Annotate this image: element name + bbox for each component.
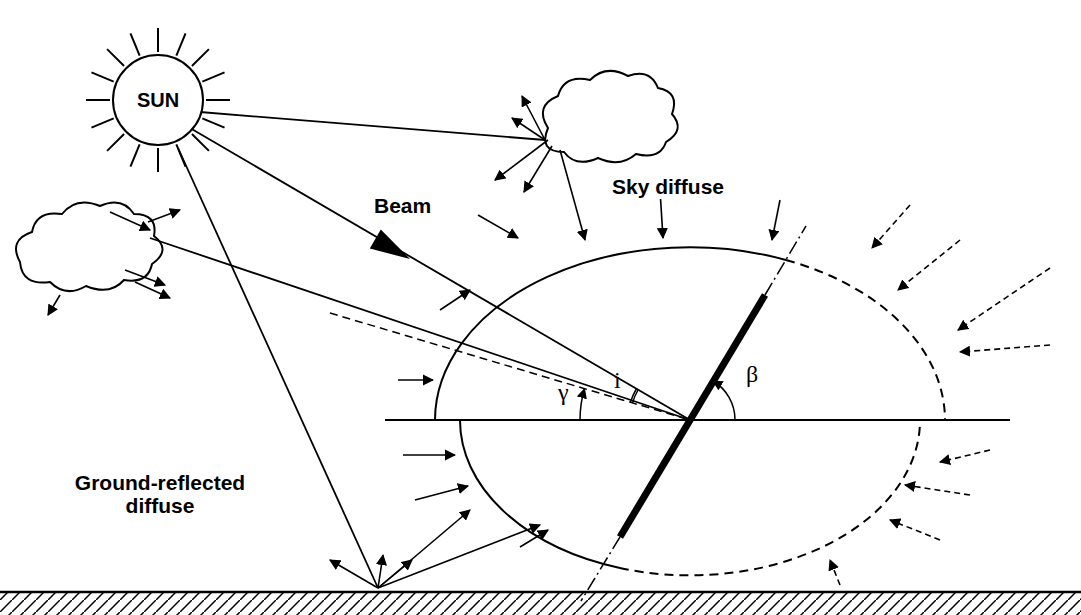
radiation-label: Beam	[372, 194, 433, 217]
radiation-arrow	[135, 282, 170, 298]
angle-label: β	[744, 361, 760, 387]
sun-ray	[86, 99, 110, 101]
radiation-arrow	[495, 140, 548, 180]
sun-to-ground	[178, 148, 378, 588]
radiation-arrow	[524, 146, 552, 192]
sun-ray	[107, 134, 124, 151]
ground-hatch	[0, 592, 1081, 615]
sun-to-cloud	[200, 112, 545, 140]
cloud-ray	[150, 238, 690, 420]
radiation-arrow	[440, 290, 470, 310]
sun-ray	[157, 28, 159, 52]
radiation-arrow	[522, 96, 545, 140]
radiation-arrow	[330, 560, 378, 588]
sun-ray	[192, 134, 209, 151]
panel-extension	[765, 226, 806, 295]
radiation-label: Sky diffuse	[610, 175, 726, 198]
sun-ray	[157, 148, 159, 172]
radiation-arrow	[125, 270, 165, 285]
radiation-arrow	[512, 118, 545, 140]
radiation-arrow	[520, 530, 548, 547]
panel-extension	[581, 537, 620, 601]
radiation-arrow	[378, 510, 470, 588]
radiation-arrow	[378, 555, 383, 588]
radiation-arrow	[403, 454, 455, 456]
radiation-arrow	[398, 379, 433, 381]
angle-arc	[631, 389, 637, 402]
sun-ray	[130, 144, 139, 166]
radiation-arrow	[872, 205, 910, 248]
radiation-arrow	[48, 295, 60, 315]
sky-dome-hidden	[786, 260, 945, 420]
sun-ray	[107, 49, 124, 66]
sun-ray	[202, 72, 224, 81]
sun-ray	[91, 118, 113, 127]
radiation-arrow	[898, 240, 960, 290]
sun-ray	[176, 33, 185, 55]
horizontal-line	[385, 419, 1010, 421]
cloud	[543, 71, 678, 162]
angle-reference	[330, 313, 690, 420]
radiation-arrow	[958, 268, 1050, 330]
radiation-arrow	[110, 212, 150, 230]
node-label: SUN	[137, 89, 179, 112]
sun-ray	[206, 99, 230, 101]
beam-arrowhead	[370, 230, 410, 260]
sun-ray	[130, 33, 139, 55]
ground-line	[0, 591, 1081, 594]
radiation-arrow	[148, 210, 180, 222]
cloud	[16, 202, 163, 291]
radiation-arrow	[940, 450, 990, 462]
radiation-arrow	[560, 150, 585, 240]
sun-circle: SUN	[112, 54, 204, 146]
radiation-arrow	[478, 215, 518, 238]
sun-ray	[202, 118, 224, 127]
radiation-arrow	[415, 486, 468, 500]
ground-dome	[460, 420, 620, 568]
sun-ray	[91, 72, 113, 81]
radiation-arrow	[772, 200, 780, 240]
beam-line	[190, 128, 690, 420]
radiation-label: Ground-reflected diffuse	[63, 471, 257, 517]
radiation-arrow	[378, 525, 540, 588]
radiation-arrow	[905, 485, 970, 495]
radiation-arrow	[890, 520, 940, 540]
angle-label: γ	[556, 379, 571, 405]
angle-label: i	[612, 367, 623, 393]
tilted-surface	[620, 295, 765, 537]
ground-dome-hidden	[620, 420, 920, 575]
radiation-arrow	[830, 560, 840, 585]
angle-arc	[580, 389, 585, 420]
sun-ray	[192, 49, 209, 66]
radiation-arrow	[960, 345, 1050, 352]
angle-arc	[713, 381, 735, 420]
